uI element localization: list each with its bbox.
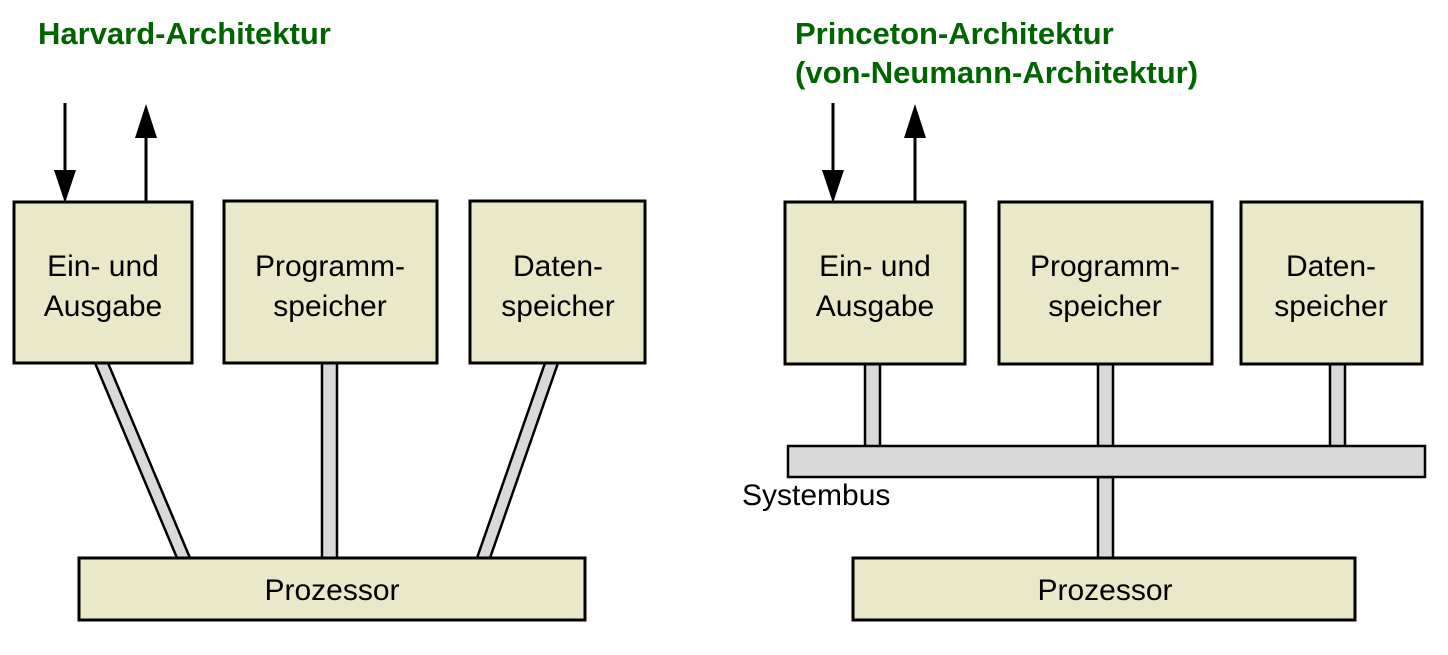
- princeton-output-arrow-icon: [904, 104, 926, 202]
- princeton-box-program-memory: Programm- speicher: [997, 200, 1214, 366]
- harvard-processor-label: Prozessor: [264, 574, 399, 607]
- harvard-diagram: Harvard-Architektur Ein- und Ausgabe Pro…: [12, 16, 647, 622]
- harvard-connector-data-memory: [475, 361, 560, 560]
- princeton-input-arrow-icon: [822, 103, 844, 203]
- princeton-box-data-memory-line-2: speicher: [1274, 290, 1387, 323]
- harvard-box-data-memory-line-2: speicher: [501, 290, 614, 323]
- harvard-box-program-memory-line-2: speicher: [273, 290, 386, 323]
- princeton-title-line-1: Princeton-Architektur: [795, 16, 1114, 51]
- princeton-connector-processor: [1096, 475, 1115, 561]
- princeton-box-program-memory-line-1: Programm-: [1030, 250, 1180, 283]
- harvard-box-data-memory: Daten- speicher: [468, 199, 647, 365]
- harvard-box-io-line-2: Ausgabe: [44, 290, 162, 323]
- harvard-output-arrow-icon: [135, 104, 157, 202]
- princeton-box-io: Ein- und Ausgabe: [783, 200, 967, 366]
- harvard-input-arrow-icon: [54, 103, 76, 203]
- princeton-processor-label: Prozessor: [1037, 574, 1172, 607]
- harvard-box-io-line-1: Ein- und: [47, 250, 159, 283]
- harvard-box-program-memory: Programm- speicher: [222, 199, 439, 365]
- princeton-box-program-memory-line-2: speicher: [1048, 290, 1161, 323]
- princeton-connector-io: [863, 362, 882, 449]
- harvard-box-processor: Prozessor: [77, 556, 587, 622]
- princeton-box-data-memory: Daten- speicher: [1239, 200, 1424, 366]
- harvard-title-line-1: Harvard-Architektur: [38, 16, 331, 51]
- princeton-system-bus-label: Systembus: [742, 479, 890, 512]
- princeton-box-processor: Prozessor: [851, 556, 1357, 622]
- princeton-diagram: Princeton-Architektur (von-Neumann-Archi…: [742, 16, 1427, 622]
- harvard-connector-io: [93, 361, 192, 560]
- princeton-box-data-memory-line-1: Daten-: [1286, 250, 1376, 283]
- harvard-box-io: Ein- und Ausgabe: [12, 200, 194, 365]
- harvard-box-data-memory-line-1: Daten-: [513, 250, 603, 283]
- princeton-box-io-line-2: Ausgabe: [816, 290, 934, 323]
- princeton-connector-program-memory: [1096, 362, 1115, 449]
- princeton-box-io-line-1: Ein- und: [819, 250, 931, 283]
- princeton-connector-data-memory: [1328, 362, 1347, 449]
- harvard-box-program-memory-line-1: Programm-: [255, 250, 405, 283]
- princeton-title-line-2: (von-Neumann-Architektur): [795, 55, 1198, 90]
- princeton-system-bus: [786, 444, 1427, 479]
- harvard-connector-program-memory: [320, 361, 339, 560]
